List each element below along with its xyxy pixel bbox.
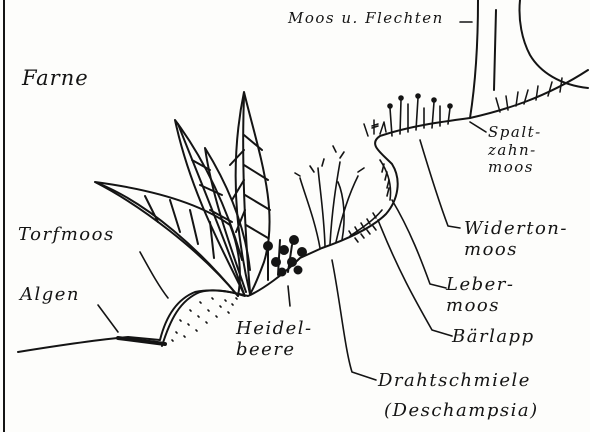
label-algen: Algen [20, 284, 80, 305]
stammfuss-moose [496, 78, 562, 112]
label-spaltzahnmoos: Spalt- zahn- moos [488, 124, 542, 177]
label-heidelbeere: Heidel- beere [236, 318, 313, 360]
lebermoos-patch [380, 160, 391, 200]
label-moos-flechten: Moos u. Flechten [288, 10, 444, 28]
label-torfmoos: Torfmoos [18, 224, 115, 245]
label-baerlapp: Bärlapp [452, 326, 535, 347]
torfmoos-mound [162, 290, 245, 346]
label-farne: Farne [22, 66, 89, 91]
label-lebermoos: Leber- moos [446, 274, 514, 316]
baerlapp-plant [349, 210, 382, 242]
label-widertonmoos: Widerton- moos [464, 218, 568, 260]
spaltzahnmoos-tuft [364, 120, 386, 136]
fern-fronds [95, 92, 270, 296]
label-drahtschmiele: Drahtschmiele [378, 370, 531, 391]
widertonmoos-tufts [388, 94, 452, 136]
label-deschampsia: (Deschampsia) [384, 400, 539, 421]
